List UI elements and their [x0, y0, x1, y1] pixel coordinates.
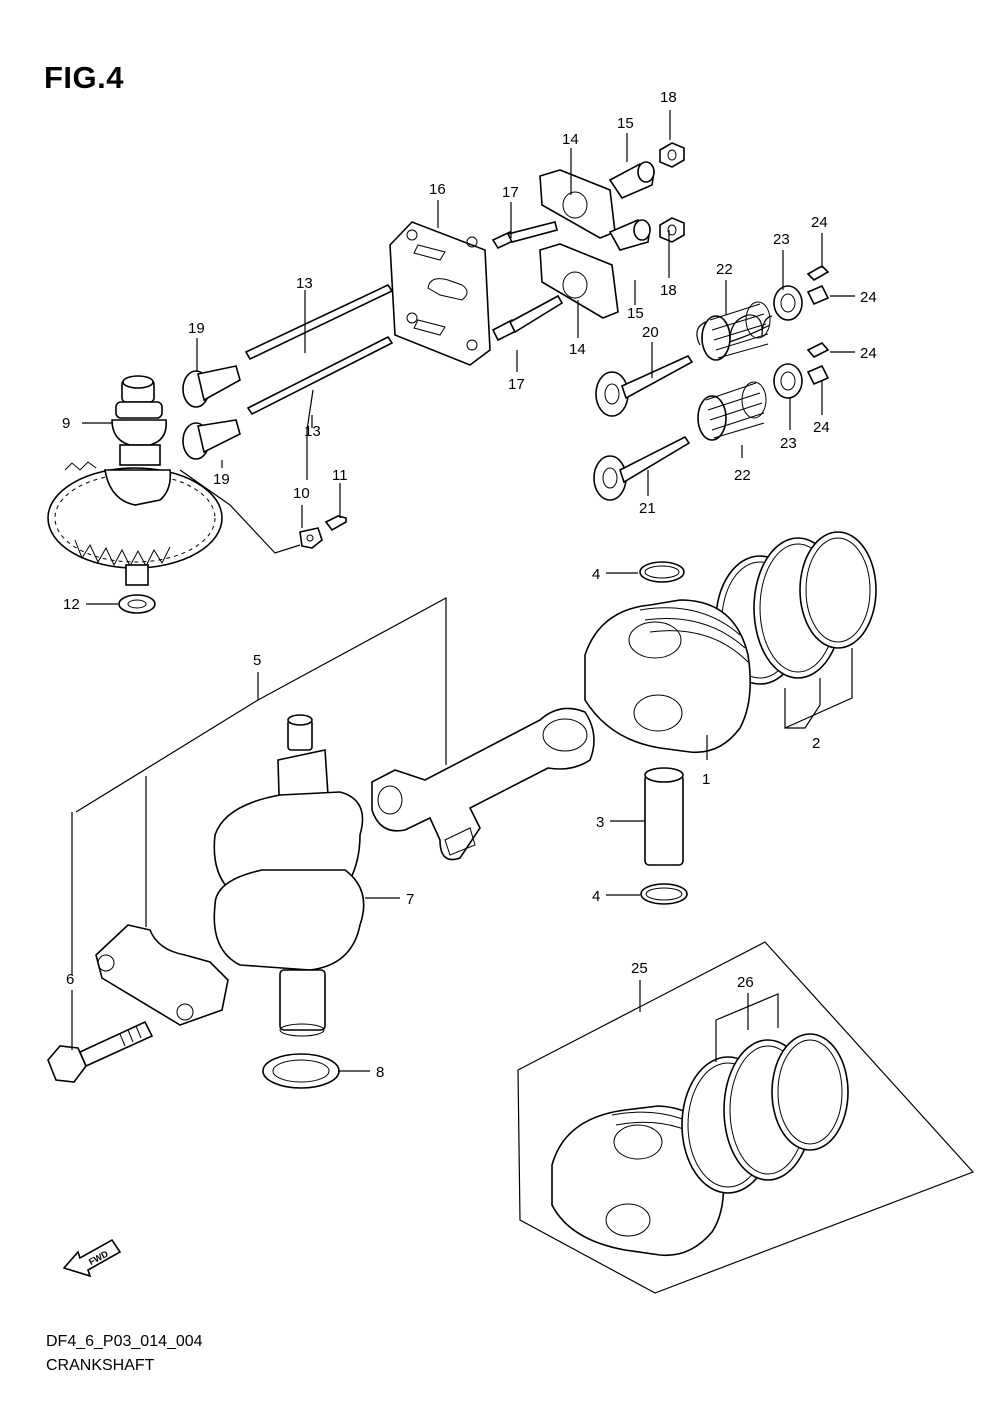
callout-24-b: 24 — [860, 289, 877, 306]
oversize-piston-rings — [681, 1033, 849, 1194]
callout-22-upper: 22 — [716, 261, 733, 278]
callout-18-lower: 18 — [660, 282, 677, 299]
piston-pin — [644, 767, 684, 866]
callout-labels: 1 2 3 4 4 5 6 7 8 9 10 11 12 13 13 14 14… — [62, 89, 877, 1081]
callout-19-lower: 19 — [213, 471, 230, 488]
crankshaft — [213, 714, 365, 1037]
circlip-lower — [640, 883, 688, 905]
callout-16: 16 — [429, 181, 446, 198]
callout-25: 25 — [631, 960, 648, 977]
washer-12 — [118, 594, 156, 614]
valve-20 — [595, 354, 694, 417]
retainer-upper — [773, 285, 803, 321]
callout-14-upper: 14 — [562, 131, 579, 148]
callout-6: 6 — [66, 971, 74, 988]
pivot-lower — [608, 219, 651, 251]
callout-15-lower: 15 — [627, 305, 644, 322]
stud-upper — [491, 221, 558, 250]
callout-22-lower: 22 — [734, 467, 751, 484]
callout-14-lower: 14 — [569, 341, 586, 358]
tappet-lower — [182, 419, 241, 460]
push-rod-lower — [246, 335, 394, 416]
rocker-arm-lower — [539, 243, 619, 319]
piston — [584, 599, 752, 754]
figure-title: FIG.4 — [44, 60, 125, 95]
stud-lower — [491, 294, 564, 342]
callout-11: 11 — [332, 467, 348, 484]
callout-26: 26 — [737, 974, 754, 991]
screw-11 — [324, 515, 347, 532]
cam-lever — [179, 469, 323, 554]
callout-23-lower: 23 — [780, 435, 797, 452]
callout-4-lower: 4 — [592, 888, 600, 905]
callout-10: 10 — [293, 485, 310, 502]
leader-lines — [71, 110, 855, 1072]
callout-2: 2 — [812, 735, 820, 752]
rod-cap — [95, 924, 229, 1026]
callout-13-upper: 13 — [296, 275, 313, 292]
diagram-name: CRANKSHAFT — [46, 1357, 155, 1374]
callout-15-upper: 15 — [617, 115, 634, 132]
callout-18-upper: 18 — [660, 89, 677, 106]
footer: DF4_6_P03_014_004 CRANKSHAFT — [46, 1330, 203, 1378]
connecting-rod — [371, 707, 595, 861]
retainer-lower — [773, 363, 803, 399]
oil-seal-8 — [262, 1053, 340, 1089]
callout-5: 5 — [253, 652, 261, 669]
callout-24-a: 24 — [811, 214, 828, 231]
callout-24-d: 24 — [813, 419, 830, 436]
callout-20: 20 — [642, 324, 659, 341]
pivot-upper — [608, 161, 655, 199]
tappet-upper — [182, 365, 241, 408]
callout-8: 8 — [376, 1064, 384, 1081]
callout-1: 1 — [702, 771, 710, 788]
callout-24-c: 24 — [860, 345, 877, 362]
callout-23-upper: 23 — [773, 231, 790, 248]
callout-9: 9 — [62, 415, 70, 432]
valve-spring-upper — [696, 301, 773, 361]
forward-arrow-icon: FWD — [62, 1238, 122, 1278]
valve-spring-lower — [697, 381, 767, 441]
circlip-upper — [639, 561, 685, 583]
callout-7: 7 — [406, 891, 414, 908]
valve-21 — [593, 435, 691, 501]
callout-12: 12 — [63, 596, 80, 613]
rocker-gasket — [389, 221, 491, 366]
valve-keys — [806, 265, 830, 386]
callout-3: 3 — [596, 814, 604, 831]
callout-4-upper: 4 — [592, 566, 600, 583]
nut-lower — [659, 217, 685, 243]
oversize-piston — [551, 1105, 725, 1257]
callout-17-upper: 17 — [502, 184, 519, 201]
callout-17-lower: 17 — [508, 376, 525, 393]
diagram-code: DF4_6_P03_014_004 — [46, 1333, 203, 1350]
nut-upper — [659, 142, 685, 168]
rod-bolt — [47, 1020, 154, 1083]
callout-21: 21 — [639, 500, 656, 517]
camshaft — [104, 375, 172, 586]
callout-19-upper: 19 — [188, 320, 205, 337]
callout-13-lower: 13 — [304, 423, 321, 440]
oversize-piston-set-box — [517, 941, 975, 1294]
